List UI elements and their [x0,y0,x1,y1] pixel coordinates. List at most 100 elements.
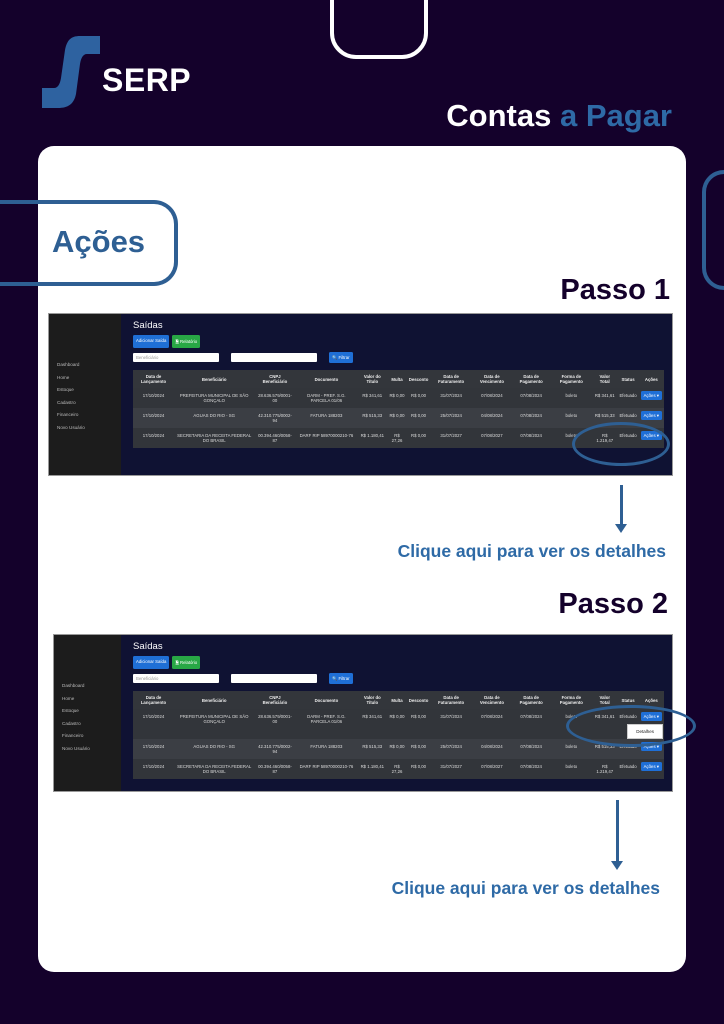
actions-dropdown-button[interactable]: Ações ▾ [640,431,662,440]
column-header: Data de Vencimento [472,691,512,709]
table-cell: R$ 0,00 [389,744,405,749]
table-cell: R$ 515,33 [594,413,615,418]
table-cell: R$ 0,00 [406,428,431,448]
table-cell: 07/08/2024 [520,744,542,749]
sidebar-item[interactable]: Novo Usuário [62,745,90,751]
column-header: Status [617,691,639,709]
column-header: Beneficiário [173,370,255,388]
column-header: Data de Faturamento [430,370,473,388]
sidebar-item[interactable]: Home [57,374,70,380]
table-cell: FATURA 188203 [310,413,343,418]
table-cell: 07/08/2024 [511,759,551,779]
table-cell: 31/07/2027 [430,428,473,448]
table-cell: R$ 341,61 [357,709,388,739]
table-cell: R$ 341,61 [357,388,388,408]
table-cell: 25/07/2024 [440,413,462,418]
table-cell: 42.310.775/0002-94 [258,413,292,423]
table-cell: boleto [550,428,593,448]
table-cell: AGUAS DO RIO - SG [193,413,235,418]
table-cell: 17/10/2024 [142,744,165,749]
table-cell: R$ 341,61 [592,388,618,408]
table-cell: R$ 27,26 [387,759,407,779]
actions-dropdown-button[interactable]: Ações ▾ [640,712,662,721]
app-page-title: Saídas [133,320,163,331]
add-exit-button[interactable]: Adicionar Saída [133,656,170,669]
column-header: Forma de Pagamento [550,691,593,709]
table-cell: 42.310.775/0002-94 [258,744,292,754]
table-cell: 07/08/2027 [472,759,512,779]
table-cell: R$ 0,00 [406,388,431,408]
table-cell: 17/10/2024 [133,388,174,408]
table-cell: 07/08/2024 [511,388,551,408]
beneficiary-input[interactable]: Beneficiário [133,353,219,362]
column-header: Desconto [406,370,431,388]
sidebar-item[interactable]: Home [62,695,75,701]
step-2-caption: Clique aqui para ver os detalhes [391,878,660,898]
sidebar-item[interactable]: Cadastro [62,720,81,726]
add-exit-button[interactable]: Adicionar Saída [133,335,170,348]
column-header: Valor Total [592,370,618,388]
table-cell: 07/08/2024 [511,428,551,448]
table-cell: R$ 0,00 [406,709,431,739]
table-cell: boleto [550,388,593,408]
table-cell: PREFEITURA MUNICIPAL DE SÃO GONÇALO [173,388,255,408]
app-main: Saídas Adicionar Saída🗎 Relatório Benefi… [121,314,672,475]
table-cell: 00.394.460/0058-87 [254,759,296,779]
table-cell: 04/08/2024 [481,744,503,749]
column-header: CNPJ Beneficiário [254,691,296,709]
sidebar-item[interactable]: Financeiro [62,733,84,738]
table-cell: R$ 27,26 [387,428,407,448]
sidebar-item[interactable]: Dashboard [57,362,80,367]
column-header: Documento [295,370,358,388]
report-button[interactable]: 🗎 Relatório [172,656,201,669]
table-cell: R$ 1.180,41 [357,759,388,779]
table-cell: PREFEITURA MUNICIPAL DE SÃO GONÇALO [173,709,255,739]
table-cell: boleto [565,744,578,749]
table-cell: Efetuado [617,759,639,779]
filter-button[interactable]: 🔍 Filtrar [329,673,353,684]
page-title: Contas a Pagar [446,98,672,133]
table-cell: 28.636.579/0001-00 [254,709,296,739]
actions-dropdown-button[interactable]: Ações ▾ [640,411,662,420]
actions-dropdown-button[interactable]: Ações ▾ [640,762,662,771]
sidebar-item[interactable]: Cadastro [57,399,76,405]
sidebar-item[interactable]: Dashboard [62,683,85,688]
table-cell: Ações ▾ Detalhes [627,709,664,739]
dropdown-item-details[interactable]: Detalhes [627,724,663,739]
date-input[interactable] [231,353,317,362]
table-cell: R$ 515,33 [594,744,615,749]
report-button[interactable]: 🗎 Relatório [172,335,201,348]
date-input[interactable] [231,674,317,683]
table-cell: Ações ▾ [638,428,664,448]
sidebar-item[interactable]: Novo Usuário [57,424,85,430]
table-cell: 17/10/2024 [142,413,165,418]
column-header: Beneficiário [173,691,255,709]
table-cell: R$ 1.180,41 [357,428,388,448]
table-cell: Efetuado [619,744,637,749]
table-cell: R$ 0,00 [406,759,431,779]
brand-name: SERP [102,62,192,98]
actions-dropdown-button[interactable]: Ações ▾ [640,742,662,751]
sidebar-item[interactable]: Estoque [62,708,79,713]
column-header: Valor do Título [357,691,388,709]
sidebar-item[interactable]: Financeiro [57,412,79,417]
actions-dropdown-button[interactable]: Ações ▾ [640,391,662,400]
table-cell: 31/07/2024 [430,709,473,739]
table-cell: R$ 0,00 [387,388,407,408]
table-cell: SECRETARIA DA RECEITA FEDERAL DO BRASIL [173,428,255,448]
column-header: Valor do Título [357,370,388,388]
beneficiary-input[interactable]: Beneficiário [133,674,219,683]
sidebar-item[interactable]: Estoque [57,387,74,392]
decorative-frame [702,170,724,290]
column-header: Desconto [406,691,431,709]
table-cell: DARM - PREF. S.G. PARCELA 01/06 [295,709,358,739]
table-cell: 04/08/2024 [481,413,503,418]
table-cell: Efetuado [619,413,637,418]
table-cell: 00.394.460/0058-87 [254,428,296,448]
filter-button[interactable]: 🔍 Filtrar [329,352,353,363]
